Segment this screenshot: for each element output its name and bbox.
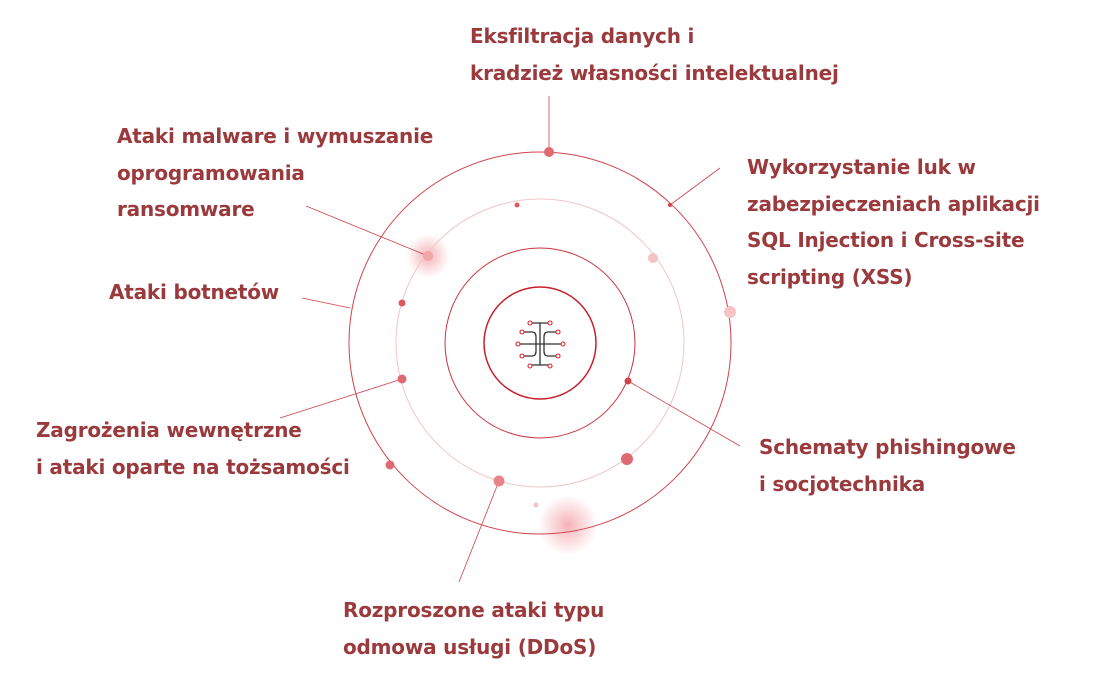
label-malware: Ataki malware i wymuszanie oprogramowani… xyxy=(117,118,433,228)
label-line: i socjotechnika xyxy=(759,471,926,496)
label-phishing: Schematy phishingowe i socjotechnika xyxy=(759,429,1016,502)
label-line: Ataki botnetów xyxy=(109,280,280,304)
glow xyxy=(538,495,598,555)
label-line: ransomware xyxy=(117,197,255,221)
label-line: Wykorzystanie luk w xyxy=(747,155,976,179)
orbit-third xyxy=(395,198,685,488)
label-exfiltration: Eksfiltracja danych i kradzież własności… xyxy=(470,18,839,91)
label-line: i ataki oparte na tożsamości xyxy=(36,454,350,479)
label-line: Ataki malware i wymuszanie xyxy=(117,124,434,148)
label-line: kradzież własności intelektualnej xyxy=(470,60,839,85)
label-botnets: Ataki botnetów xyxy=(109,274,279,311)
circuit-icon xyxy=(515,320,566,369)
label-line: oprogramowania xyxy=(117,160,305,185)
label-ddos: Rozproszone ataki typu odmowa usługi (DD… xyxy=(343,592,604,665)
orbit-outer xyxy=(348,151,732,535)
label-line: scripting (XSS) xyxy=(747,264,913,289)
orbit-dots xyxy=(385,147,736,508)
label-line: Eksfiltracja danych i xyxy=(470,24,695,48)
label-line: zabezpieczeniach aplikacji xyxy=(747,191,1040,216)
label-line: Zagrożenia wewnętrzne xyxy=(36,418,302,442)
orbit-inner xyxy=(483,286,597,400)
label-appsec: Wykorzystanie luk w zabezpieczeniach apl… xyxy=(747,149,1040,295)
label-insider: Zagrożenia wewnętrzne i ataki oparte na … xyxy=(36,412,350,485)
orbit-second xyxy=(444,247,636,439)
label-line: odmowa usługi (DDoS) xyxy=(343,634,597,659)
connector-lines xyxy=(279,96,741,583)
label-line: SQL Injection i Cross-site xyxy=(747,228,1025,252)
label-line: Rozproszone ataki typu xyxy=(343,598,605,622)
label-line: Schematy phishingowe xyxy=(759,435,1016,459)
